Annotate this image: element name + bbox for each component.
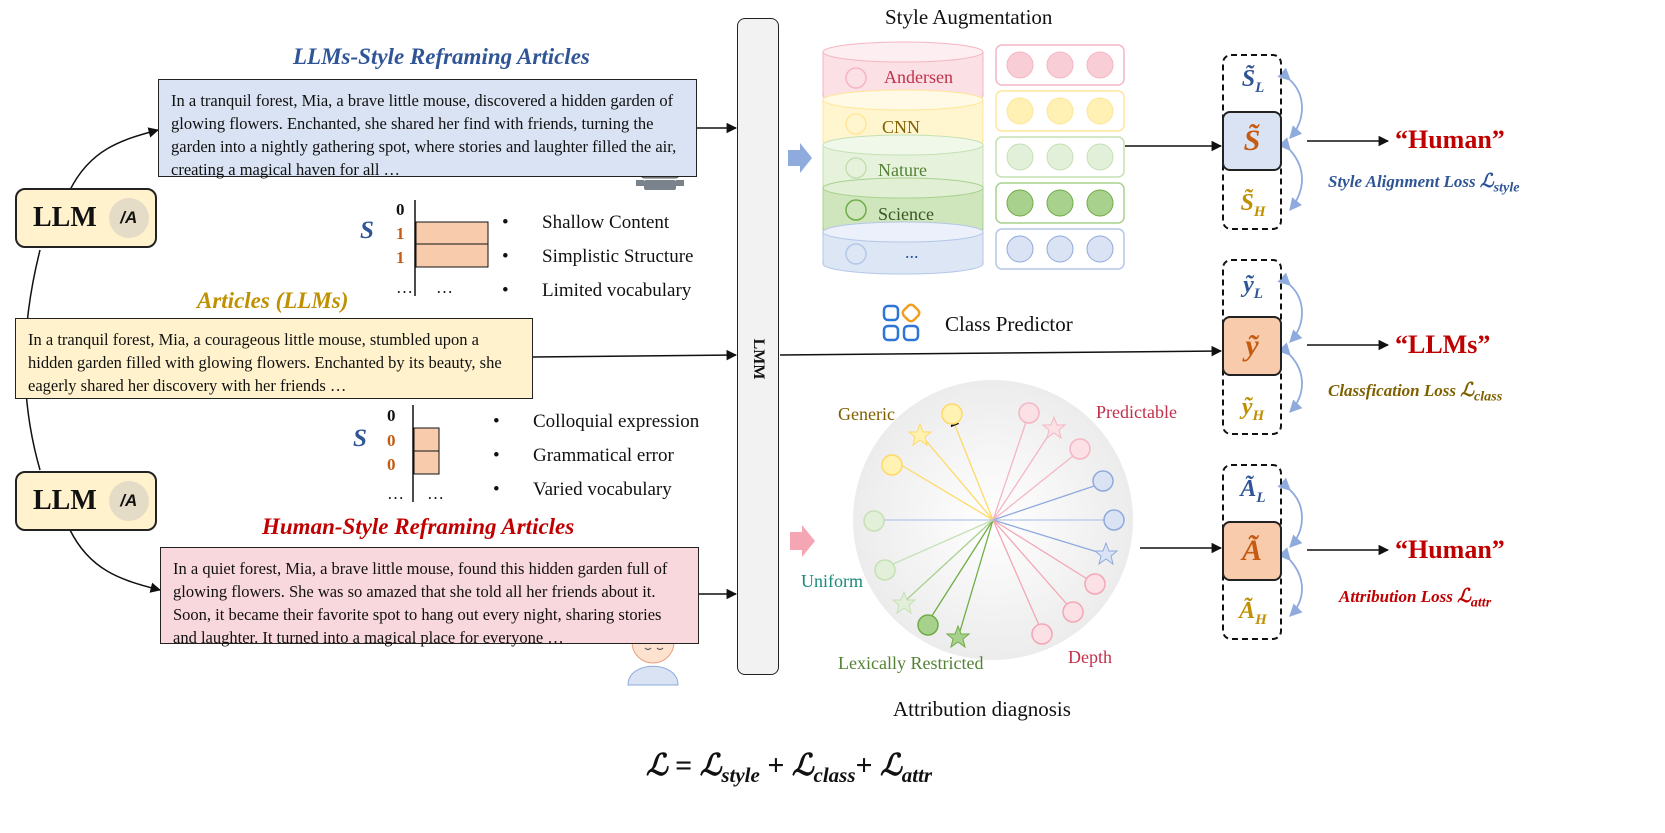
human-style-article: In a quiet forest, Mia, a brave little m…: [160, 547, 699, 647]
human-style-title: Human-Style Reframing Articles: [262, 514, 575, 539]
score-value: 0: [387, 455, 396, 474]
score-top-chart: [414, 200, 489, 296]
depth-label: Depth: [1068, 647, 1112, 667]
score-col-ellipsis: …: [427, 484, 444, 503]
style-cylinders: [822, 41, 984, 275]
cylinder-label: CNN: [882, 117, 921, 137]
llm-style-article: In a tranquil forest, Mia, a brave littl…: [158, 79, 697, 179]
s-output-box: S̃: [1222, 111, 1282, 171]
align-arrows: [1277, 67, 1303, 617]
llm-label: LLM: [33, 485, 97, 516]
lmm-label: LMM: [750, 338, 767, 380]
style-target-label: “Human”: [1395, 125, 1505, 154]
score-symbol: S: [353, 425, 367, 452]
attr-loss-label: Attribution Loss ℒattr: [1339, 586, 1492, 611]
llm-box-top: LLM /A: [15, 188, 157, 248]
anthropic-logo-icon: /A: [108, 481, 149, 521]
score-col-ellipsis: …: [436, 278, 453, 297]
score-value: 0: [387, 406, 396, 425]
generic-label: Generic: [838, 404, 895, 424]
a-output-box: Ã: [1222, 521, 1282, 581]
score-value: 1: [396, 224, 405, 243]
score-value: 0: [396, 200, 405, 219]
style-loss-label: Style Alignment Loss ℒstyle: [1328, 171, 1520, 196]
cylinder-label: Andersen: [884, 67, 953, 87]
y-high-symbol: ỹH: [1241, 394, 1265, 424]
predictable-label: Predictable: [1096, 402, 1177, 422]
apps-grid-icon: [882, 303, 921, 342]
score-symbol: S: [360, 217, 374, 244]
y-low-symbol: ỹL: [1243, 272, 1263, 302]
cylinder-label: Science: [878, 204, 934, 224]
pink-block-arrow: [790, 525, 815, 557]
class-loss-label: Classfication Loss ℒclass: [1328, 380, 1503, 405]
score-value: …: [396, 278, 413, 297]
score-value: 0: [387, 431, 396, 450]
attribution-title: Attribution diagnosis: [893, 697, 1071, 721]
class-predictor-label: Class Predictor: [945, 312, 1073, 336]
cylinder-label: ...: [905, 242, 919, 262]
score-value: …: [387, 484, 404, 503]
llm-label: LLM: [33, 202, 97, 233]
a-low-symbol: ÃL: [1240, 476, 1266, 506]
style-augmentation-title: Style Augmentation: [885, 5, 1053, 29]
llm-box-bottom: LLM /A: [15, 471, 157, 531]
cylinder-more: [822, 221, 984, 275]
class-target-label: “LLMs”: [1395, 330, 1491, 359]
score-bottom-chart: [412, 405, 440, 502]
style-dot-panels: [995, 44, 1125, 270]
score-value: 1: [396, 248, 405, 267]
y-output-box: ỹ: [1222, 316, 1282, 376]
arrow-llm-to-humanstyle: [69, 529, 162, 593]
lexically-restricted-label: Lexically Restricted: [838, 653, 984, 673]
cylinder-label: Nature: [878, 160, 927, 180]
anthropic-logo-icon: /A: [108, 198, 149, 238]
attribution-radial: [853, 380, 1133, 660]
articles-llms-title: Articles (LLMs): [197, 288, 349, 313]
attr-target-label: “Human”: [1395, 535, 1505, 564]
articles-llms-text: In a tranquil forest, Mia, a courageous …: [15, 318, 533, 399]
s-low-symbol: S̃L: [1241, 66, 1265, 96]
a-high-symbol: ÃH: [1239, 598, 1267, 628]
uniform-label: Uniform: [801, 571, 863, 591]
llm-style-title: LLMs-Style Reframing Articles: [293, 44, 590, 69]
s-high-symbol: S̃H: [1240, 190, 1266, 220]
blue-block-arrow: [788, 143, 812, 173]
arrow-articles-to-lmm: [532, 349, 738, 361]
total-loss-formula: ℒ = ℒstyle + ℒclass+ ℒattr: [646, 749, 933, 787]
arrow-lmm-to-y: [779, 345, 1223, 357]
arrow-llm-to-llmstyle: [69, 127, 160, 191]
lmm-encoder: LMM: [737, 18, 779, 675]
